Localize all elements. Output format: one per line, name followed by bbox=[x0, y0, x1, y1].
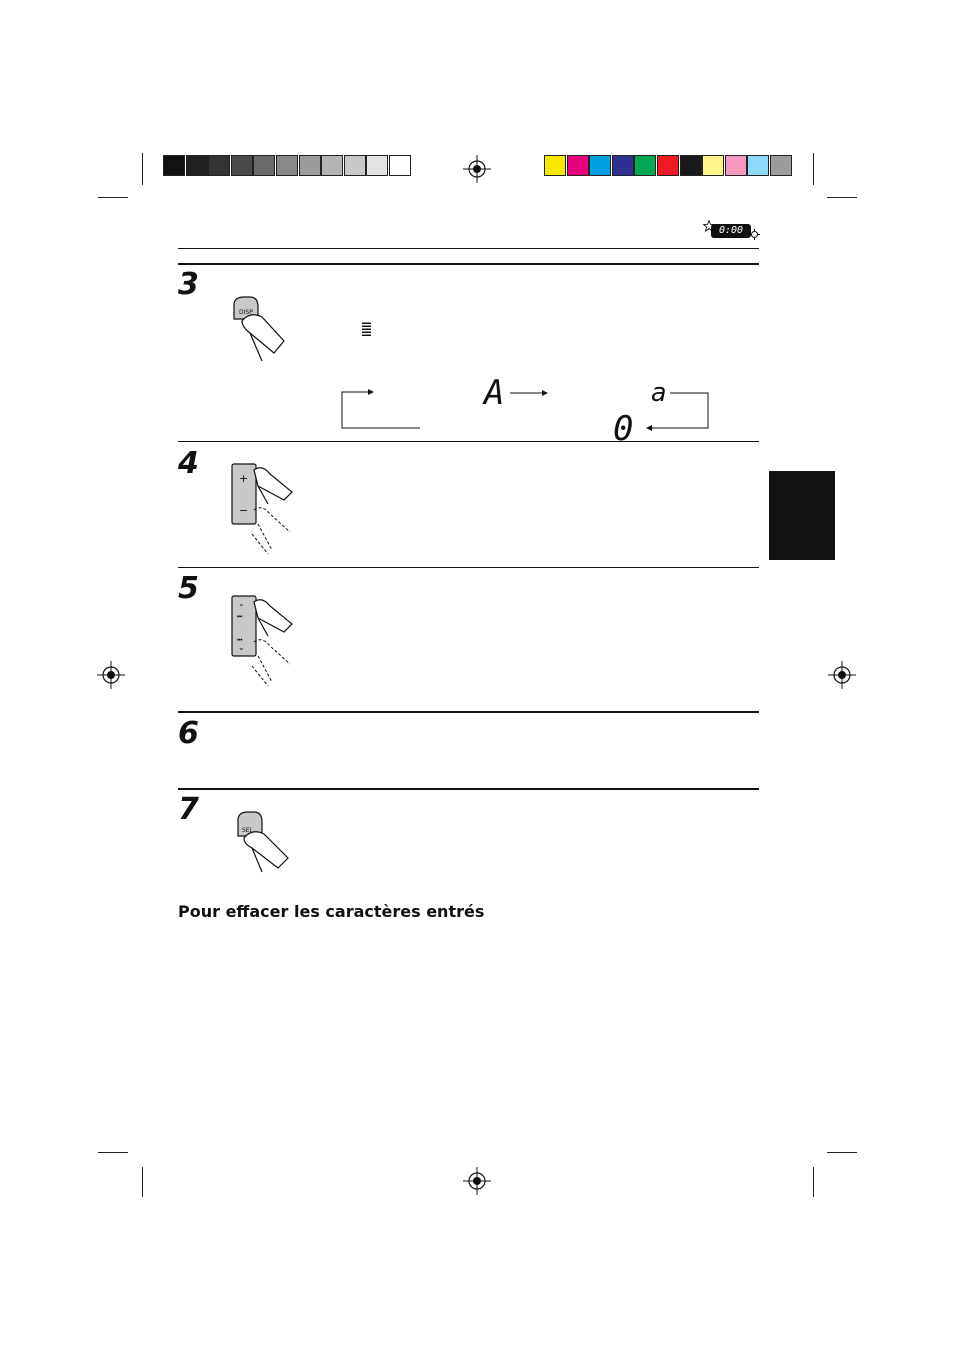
clock-badge: 0:00 bbox=[711, 224, 751, 238]
grayscale-bar bbox=[163, 155, 412, 176]
step-number: 4 bbox=[178, 446, 199, 481]
sel-button-press-illustration: SEL bbox=[237, 811, 289, 873]
color-swatch bbox=[566, 155, 589, 176]
step-rule bbox=[178, 788, 759, 790]
svg-text:+: + bbox=[239, 472, 248, 485]
step-number: 5 bbox=[178, 571, 199, 606]
cursor-block-icon bbox=[362, 322, 371, 336]
section-side-tab bbox=[769, 471, 835, 560]
color-swatch bbox=[321, 155, 344, 176]
color-swatch bbox=[611, 155, 634, 176]
color-swatch bbox=[747, 155, 770, 176]
step-number: 3 bbox=[178, 267, 199, 302]
registration-target-icon bbox=[463, 155, 491, 183]
char-uppercase-a: A bbox=[484, 373, 505, 413]
char-lowercase-a: a bbox=[651, 378, 667, 408]
crop-mark bbox=[142, 153, 143, 185]
crop-mark bbox=[813, 153, 814, 185]
plus-minus-button-press-illustration: + − bbox=[231, 463, 293, 555]
crop-mark bbox=[98, 1152, 128, 1153]
header-rule bbox=[178, 248, 759, 249]
color-swatch bbox=[679, 155, 702, 176]
crop-mark bbox=[827, 1152, 857, 1153]
color-swatch bbox=[388, 155, 411, 176]
char-digit-0: 0 bbox=[613, 409, 634, 449]
svg-text:⌃: ⌃ bbox=[238, 603, 245, 612]
crop-mark bbox=[813, 1167, 814, 1197]
color-swatch bbox=[544, 155, 566, 176]
color-swatch bbox=[298, 155, 321, 176]
character-cycle-diagram bbox=[341, 389, 709, 431]
section-heading: Pour effacer les caractères entrés bbox=[178, 902, 485, 921]
step-rule bbox=[178, 711, 759, 713]
color-swatch bbox=[702, 155, 725, 176]
color-swatch bbox=[366, 155, 389, 176]
step-number: 7 bbox=[178, 792, 199, 827]
step-rule bbox=[178, 567, 759, 568]
color-bar bbox=[544, 155, 793, 176]
color-swatch bbox=[634, 155, 657, 176]
svg-text:−: − bbox=[239, 504, 248, 517]
disp-button-press-illustration: DISP bbox=[233, 296, 285, 362]
color-swatch bbox=[230, 155, 253, 176]
crop-mark bbox=[142, 1167, 143, 1197]
color-swatch bbox=[724, 155, 747, 176]
svg-text:⏭: ⏭ bbox=[237, 613, 243, 620]
color-swatch bbox=[163, 155, 185, 176]
color-swatch bbox=[253, 155, 276, 176]
svg-text:⏮: ⏮ bbox=[237, 637, 243, 644]
registration-target-icon bbox=[463, 1167, 491, 1195]
color-swatch bbox=[208, 155, 231, 176]
up-down-button-press-illustration: ⌃ ⏭ ⏮ ⌄ bbox=[231, 595, 293, 687]
crop-mark bbox=[98, 197, 128, 198]
crop-mark bbox=[827, 197, 857, 198]
svg-text:⌄: ⌄ bbox=[238, 643, 245, 652]
svg-text:SEL: SEL bbox=[242, 827, 254, 834]
color-swatch bbox=[343, 155, 366, 176]
color-swatch bbox=[769, 155, 792, 176]
registration-target-icon bbox=[97, 661, 125, 689]
step-rule bbox=[178, 441, 759, 442]
step-number: 6 bbox=[178, 716, 199, 751]
step-rule bbox=[178, 263, 759, 265]
color-swatch bbox=[275, 155, 298, 176]
gear-icon bbox=[749, 229, 760, 240]
color-swatch bbox=[656, 155, 679, 176]
color-swatch bbox=[589, 155, 612, 176]
svg-text:DISP: DISP bbox=[239, 309, 253, 316]
color-swatch bbox=[185, 155, 208, 176]
registration-target-icon bbox=[828, 661, 856, 689]
